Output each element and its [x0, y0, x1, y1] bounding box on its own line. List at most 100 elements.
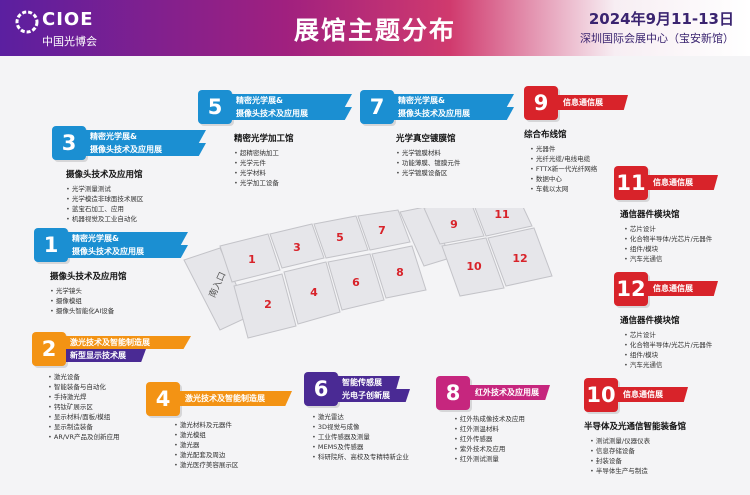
list-item: 摄像模组 — [50, 296, 127, 306]
hall-number-badge: 3 — [52, 126, 86, 160]
map-hall-label-9: 9 — [450, 218, 458, 231]
hall-name: 光学真空镀膜馆 — [396, 134, 456, 144]
list-item: 光学元件 — [234, 158, 294, 168]
list-item: 激光设备 — [48, 372, 120, 382]
list-item: 激光器 — [174, 440, 238, 450]
list-item: 封装设备 — [590, 456, 686, 466]
hall-number-badge: 1 — [34, 228, 68, 262]
hall-items-list: 激光设备 智能装备与自动化 手持激光焊 钙钛矿展示区 显示材料/面板/模组 显示… — [48, 372, 120, 442]
hall-ribbon-line-2: 摄像头技术及应用展 — [68, 245, 188, 258]
cioe-logo-icon — [15, 10, 39, 34]
hall-block-3 — [269, 223, 325, 269]
hall-9-card[interactable]: 9 信息通信展 综合布线馆 光器件 光纤光缆/电线电缆 FTTX新一代光纤网络 … — [524, 86, 628, 194]
list-item: 超精密纳加工 — [234, 148, 294, 158]
hall-items-list: 超精密纳加工 光学元件 光学材料 光学加工设备 — [234, 148, 294, 188]
hall-name: 摄像头技术及应用馆 — [50, 272, 127, 282]
hall-ribbon-line-2: 光电子创新展 — [338, 389, 410, 402]
map-hall-label-10: 10 — [466, 260, 482, 273]
list-item: FTTX新一代光纤网络 — [530, 164, 597, 174]
hall-items-list: 激光雷达 3D视觉与成像 工业传感器及测量 MEMS及传感器 科研院所、高校及专… — [312, 412, 409, 462]
hall-ribbon-line-1: 智能传感展 — [338, 376, 400, 389]
list-item: 光学材料 — [234, 168, 294, 178]
hall-ribbon-line-2: 摄像头技术及应用展 — [86, 143, 206, 156]
hall-ribbon-line-2: 新型显示技术展 — [66, 349, 146, 362]
hall-4-card[interactable]: 4 激光技术及智能制造展 激光材料及元器件 激光模组 激光器 激光配套及周边 激… — [146, 382, 292, 470]
list-item: 激光雷达 — [312, 412, 409, 422]
list-item: 摄像头智能化AI设备 — [50, 306, 127, 316]
logo-text: CIOE — [42, 9, 94, 30]
list-item: 芯片设计 — [624, 224, 712, 234]
map-hall-label-4: 4 — [310, 286, 318, 299]
list-item: 显示材料/面板/模组 — [48, 412, 120, 422]
list-item: 科研院所、高校及专精特新企业 — [312, 452, 409, 462]
list-item: 汽车光通信 — [624, 254, 712, 264]
list-item: 测试测量/仪器仪表 — [590, 436, 686, 446]
hall-12-card[interactable]: 12 信息通信展 通信器件模块馆 芯片设计 化合物半导体/光芯片/元器件 组件/… — [614, 272, 718, 370]
list-item: 红外测温材料 — [454, 424, 525, 434]
hall-11-card[interactable]: 11 信息通信展 通信器件模块馆 芯片设计 化合物半导体/光芯片/元器件 组件/… — [614, 166, 718, 264]
map-hall-label-2: 2 — [264, 298, 272, 311]
hall-2-card[interactable]: 2 激光技术及智能制造展 新型显示技术展 激光设备 智能装备与自动化 手持激光焊… — [32, 332, 191, 442]
list-item: 激光模组 — [174, 430, 238, 440]
list-item: 手持激光焊 — [48, 392, 120, 402]
list-item: 钙钛矿展示区 — [48, 402, 120, 412]
list-item: 激光配套及周边 — [174, 450, 238, 460]
hall-name: 通信器件模块馆 — [620, 316, 680, 326]
hall-block-12 — [487, 227, 553, 287]
list-item: MEMS及传感器 — [312, 442, 409, 452]
hall-6-card[interactable]: 6 智能传感展 光电子创新展 激光雷达 3D视觉与成像 工业传感器及测量 MEM… — [304, 372, 410, 462]
list-item: 光学测量测试 — [66, 184, 143, 194]
list-item: 光学模造非球面技术展区 — [66, 194, 144, 204]
hall-block-11 — [474, 208, 533, 237]
hall-ribbon: 红外技术及应用展 — [470, 385, 550, 400]
list-item: 信息存储设备 — [590, 446, 686, 456]
hall-name: 通信器件模块馆 — [620, 210, 680, 220]
map-hall-label-5: 5 — [336, 231, 344, 244]
list-item: 光纤光缆/电线电缆 — [530, 154, 597, 164]
hall-block-5 — [313, 215, 369, 259]
hall-name: 精密光学加工馆 — [234, 134, 294, 144]
hall-number-badge: 7 — [360, 90, 394, 124]
hall-items-list: 光器件 光纤光缆/电线电缆 FTTX新一代光纤网络 数据中心 车载以太网 — [530, 144, 597, 194]
hall-items-list: 激光材料及元器件 激光模组 激光器 激光配套及周边 激光医疗美容展示区 — [174, 420, 239, 470]
hall-number-badge: 8 — [436, 376, 470, 410]
hall-5-card[interactable]: 5 精密光学展& 摄像头技术及应用展 精密光学加工馆 超精密纳加工 光学元件 光… — [198, 90, 352, 188]
hall-items-list: 光学测量测试 光学模造非球面技术展区 蓝宝石加工、应用 机器视觉及工业自动化 — [66, 184, 144, 224]
hall-name: 摄像头技术及应用馆 — [66, 170, 143, 180]
hall-name: 半导体及光通信智能装备馆 — [584, 422, 687, 432]
hall-items-list: 测试测量/仪器仪表 信息存储设备 封装设备 半导体生产与制造 — [590, 436, 686, 476]
hall-items-list: 芯片设计 化合物半导体/光芯片/元器件 组件/模块 汽车光通信 — [624, 224, 712, 264]
list-item: AR/VR产品及创新应用 — [48, 432, 120, 442]
list-item: 半导体生产与制造 — [590, 466, 686, 476]
list-item: 红外热成像技术及应用 — [454, 414, 525, 424]
hall-block-1 — [219, 233, 281, 283]
page-title: 展馆主题分布 — [293, 16, 456, 45]
list-item: 激光材料及元器件 — [174, 420, 238, 430]
hall-block-group — [183, 208, 553, 339]
hall-3-card[interactable]: 3 精密光学展& 摄像头技术及应用展 摄像头技术及应用馆 光学测量测试 光学模造… — [52, 126, 206, 224]
hall-items-list: 光学镜头 摄像模组 摄像头智能化AI设备 — [50, 286, 127, 316]
list-item: 组件/模块 — [624, 350, 712, 360]
hall-7-card[interactable]: 7 精密光学展& 摄像头技术及应用展 光学真空镀膜馆 光学镀膜材料 功能薄膜、镀… — [360, 90, 514, 178]
list-item: 数据中心 — [530, 174, 597, 184]
hall-number-badge: 9 — [524, 86, 558, 120]
hall-block-2 — [233, 273, 297, 339]
list-item: 功能薄膜、镀膜元件 — [396, 158, 461, 168]
hall-1-card[interactable]: 1 精密光学展& 摄像头技术及应用展 摄像头技术及应用馆 光学镜头 摄像模组 摄… — [34, 228, 188, 316]
map-hall-label-11: 11 — [494, 208, 509, 221]
hall-ribbon-line-2: 摄像头技术及应用展 — [232, 107, 352, 120]
list-item: 化合物半导体/光芯片/元器件 — [624, 340, 712, 350]
hall-10-card[interactable]: 10 信息通信展 半导体及光通信智能装备馆 测试测量/仪器仪表 信息存储设备 封… — [584, 378, 688, 476]
event-venue: 深圳国际会展中心（宝安新馆） — [580, 32, 734, 45]
hall-block-9 — [423, 208, 485, 245]
list-item: 紫外技术及应用 — [454, 444, 525, 454]
hall-ribbon-line-2: 摄像头技术及应用展 — [394, 107, 514, 120]
hall-8-card[interactable]: 8 红外技术及应用展 红外热成像技术及应用 红外测温材料 红外传感器 紫外技术及… — [436, 376, 550, 464]
list-item: 芯片设计 — [624, 330, 712, 340]
hall-block-4 — [283, 261, 341, 325]
hall-number-badge: 12 — [614, 272, 648, 306]
list-item: 光学加工设备 — [234, 178, 294, 188]
hall-ribbon-line-1: 精密光学展& — [394, 94, 514, 107]
hall-block-7 — [357, 209, 411, 251]
logo-subtext: 中国光博会 — [42, 35, 97, 48]
